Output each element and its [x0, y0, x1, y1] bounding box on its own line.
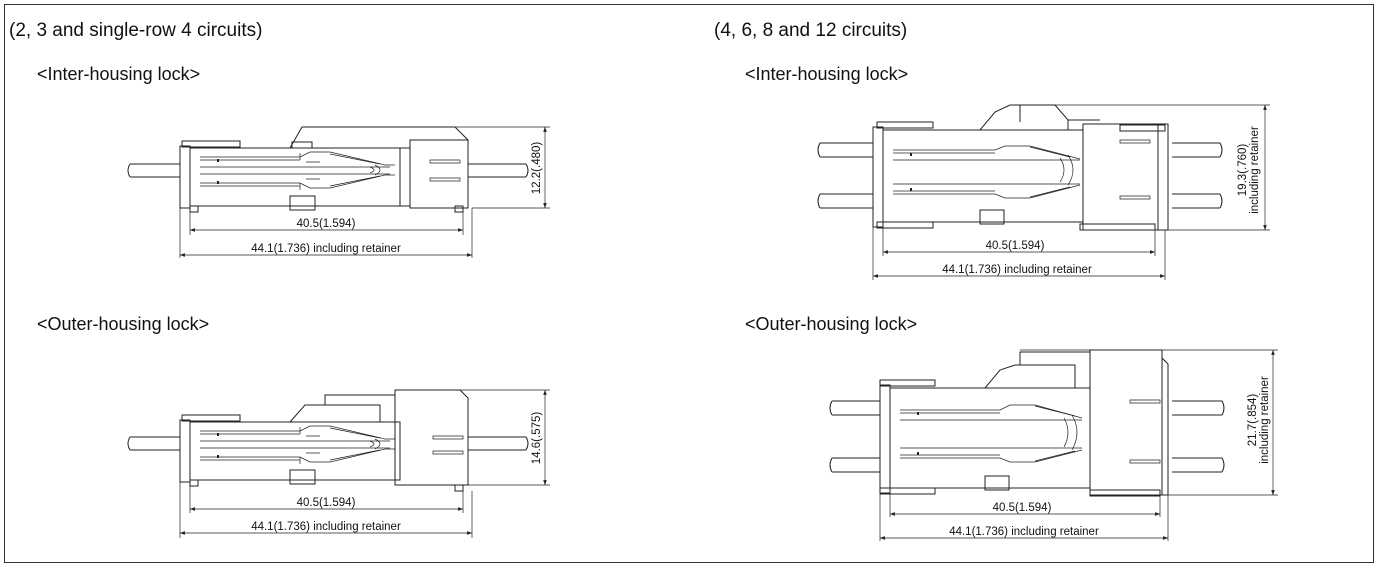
right-outer-dim-inner: 40.5(1.594) — [993, 502, 1052, 514]
figure-frame — [4, 4, 1374, 563]
right-inter-dim-outer: 44.1(1.736) including retainer — [942, 264, 1092, 276]
left-outer-dim-height: 14.6(.575) — [531, 412, 543, 465]
left-inter-label: <Inter-housing lock> — [37, 64, 201, 84]
right-inter-dim-height-2: including retainer — [1249, 126, 1261, 214]
left-outer-connector — [127, 389, 550, 538]
right-inter-dim-height-1: 19.3(.760) — [1237, 144, 1249, 197]
left-outer-dim-outer: 44.1(1.736) including retainer — [251, 521, 401, 533]
left-heading: (2, 3 and single-row 4 circuits) — [9, 20, 263, 41]
right-outer-dim-outer: 44.1(1.736) including retainer — [949, 526, 1099, 538]
right-outer-dim-height-1: 21.7(.854) — [1247, 394, 1259, 447]
right-inter-connector — [817, 104, 1270, 280]
left-inter-dim-inner: 40.5(1.594) — [297, 218, 356, 230]
left-outer-dim-inner: 40.5(1.594) — [297, 497, 356, 509]
left-outer-label: <Outer-housing lock> — [37, 314, 210, 334]
right-inter-label: <Inter-housing lock> — [745, 64, 909, 84]
right-outer-label: <Outer-housing lock> — [745, 314, 918, 334]
left-inter-dim-outer: 44.1(1.736) including retainer — [251, 243, 401, 255]
right-inter-dim-inner: 40.5(1.594) — [986, 240, 1045, 252]
right-outer-connector — [829, 349, 1278, 541]
left-inter-connector — [127, 126, 550, 258]
right-heading: (4, 6, 8 and 12 circuits) — [714, 20, 908, 41]
left-inter-dim-height: 12.2(.480) — [531, 142, 543, 195]
right-outer-dim-height-2: including retainer — [1259, 376, 1271, 464]
